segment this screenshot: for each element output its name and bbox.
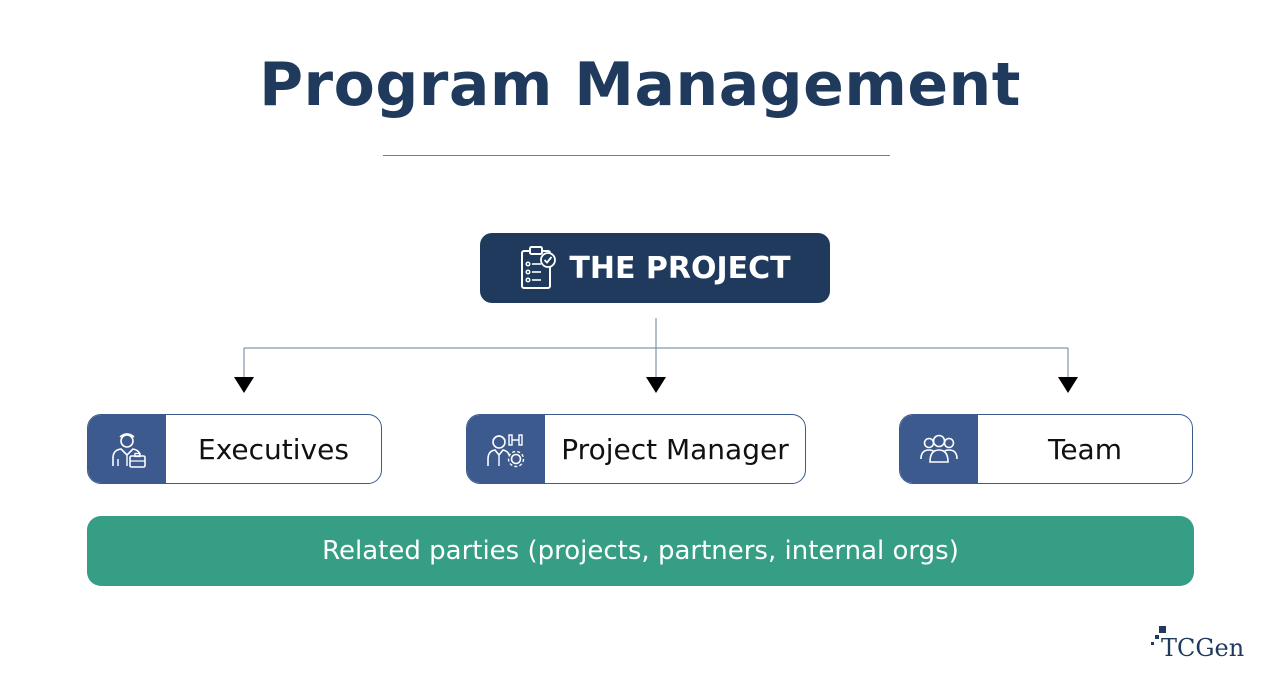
project-label: THE PROJECT [569, 250, 791, 286]
role-icon-cell [88, 415, 166, 483]
tcgen-logo: TCGen [1150, 624, 1250, 668]
role-label-project-manager: Project Manager [561, 432, 789, 466]
role-executives: Executives [87, 414, 382, 484]
role-label-team: Team [1047, 432, 1122, 466]
page-title: Program Management [259, 50, 1021, 120]
businessman-briefcase-icon [112, 433, 146, 468]
arrowhead-executives [234, 377, 254, 393]
manager-gear-icon [487, 434, 525, 468]
logo-text: TCGen [1161, 634, 1245, 662]
team-group-icon [920, 434, 958, 463]
related-parties-label: Related parties (projects, partners, int… [322, 536, 959, 566]
title-divider [383, 155, 890, 156]
clipboard-checklist-icon [521, 246, 557, 289]
role-icon-cell [900, 415, 978, 483]
arrowhead-project-manager [646, 377, 666, 393]
arrowhead-team [1058, 377, 1078, 393]
logo-mark-icon [1151, 626, 1166, 645]
project-box: THE PROJECT [480, 233, 830, 303]
role-team: Team [899, 414, 1193, 484]
related-parties-bar: Related parties (projects, partners, int… [87, 516, 1194, 586]
role-label-executives: Executives [198, 432, 349, 466]
role-icon-cell [467, 415, 545, 483]
role-project-manager: Project Manager [466, 414, 806, 484]
